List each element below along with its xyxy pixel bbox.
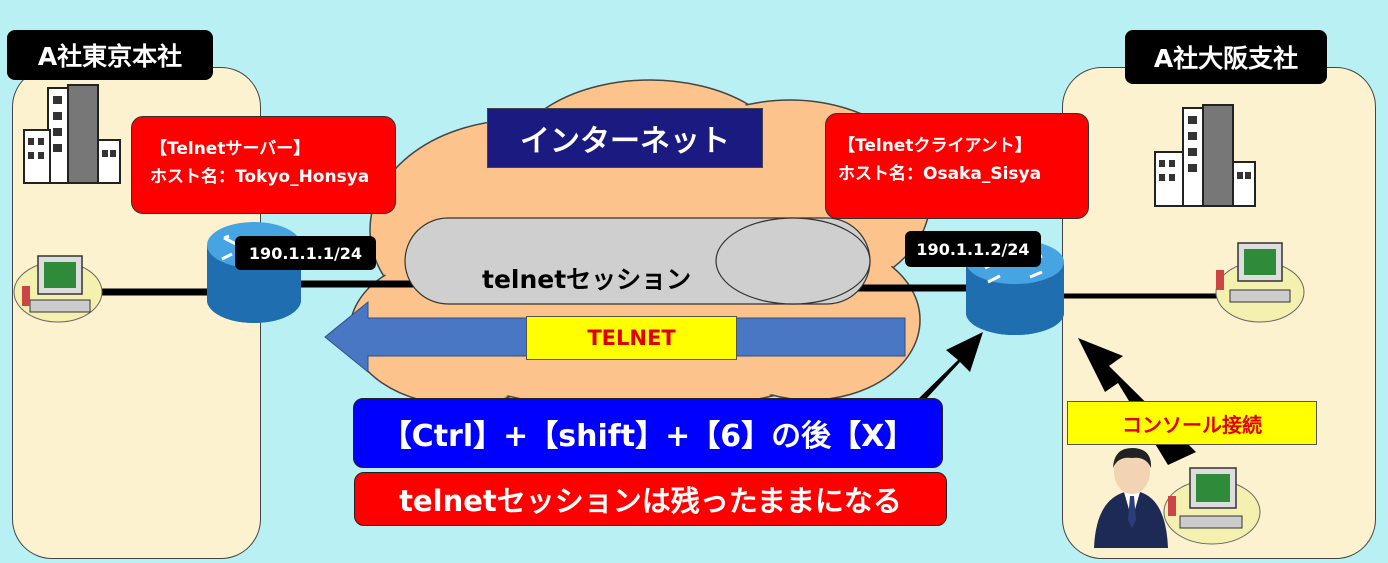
tokyo-ip-label: 190.1.1.1/24: [235, 236, 376, 270]
osaka-pc-icon: [1215, 242, 1305, 323]
tokyo-pc-icon: [13, 255, 103, 323]
administrator-person-icon: [1094, 448, 1168, 548]
key-sequence-banner: 【Ctrl】+【shift】+【6】の後【X】: [353, 398, 943, 468]
osaka-building-icon: [1154, 104, 1256, 207]
telnet-session-tube: [404, 217, 871, 305]
tokyo-building-icon: [23, 84, 121, 184]
telnet-server-hostname: ホスト名：Tokyo_Honsya: [150, 167, 370, 187]
telnet-client-hostname: ホスト名：Osaka_Sisya: [838, 164, 1042, 184]
internet-label: インターネット: [487, 108, 763, 168]
session-remains-note: telnetセッションは残ったままになる: [354, 472, 947, 526]
keys-to-router-arrow: [912, 332, 983, 410]
osaka-ip-label: 190.1.1.2/24: [905, 231, 1041, 267]
telnet-server-box: 【Telnetサーバー】 ホスト名：Tokyo_Honsya: [131, 116, 396, 214]
telnet-client-role: 【Telnetクライアント】: [838, 136, 1032, 156]
telnet-client-box: 【Telnetクライアント】 ホスト名：Osaka_Sisya: [825, 113, 1089, 219]
tokyo-site-label: A社東京本社: [7, 30, 213, 80]
telnet-session-label: telnetセッション: [482, 265, 692, 294]
console-connection-label: コンソール接続: [1067, 401, 1317, 445]
osaka-site-label: A社大阪支社: [1125, 30, 1327, 84]
telnet-server-role: 【Telnetサーバー】: [150, 139, 311, 159]
telnet-arrow-label: TELNET: [526, 316, 737, 360]
console-pc-icon: [1163, 467, 1261, 545]
